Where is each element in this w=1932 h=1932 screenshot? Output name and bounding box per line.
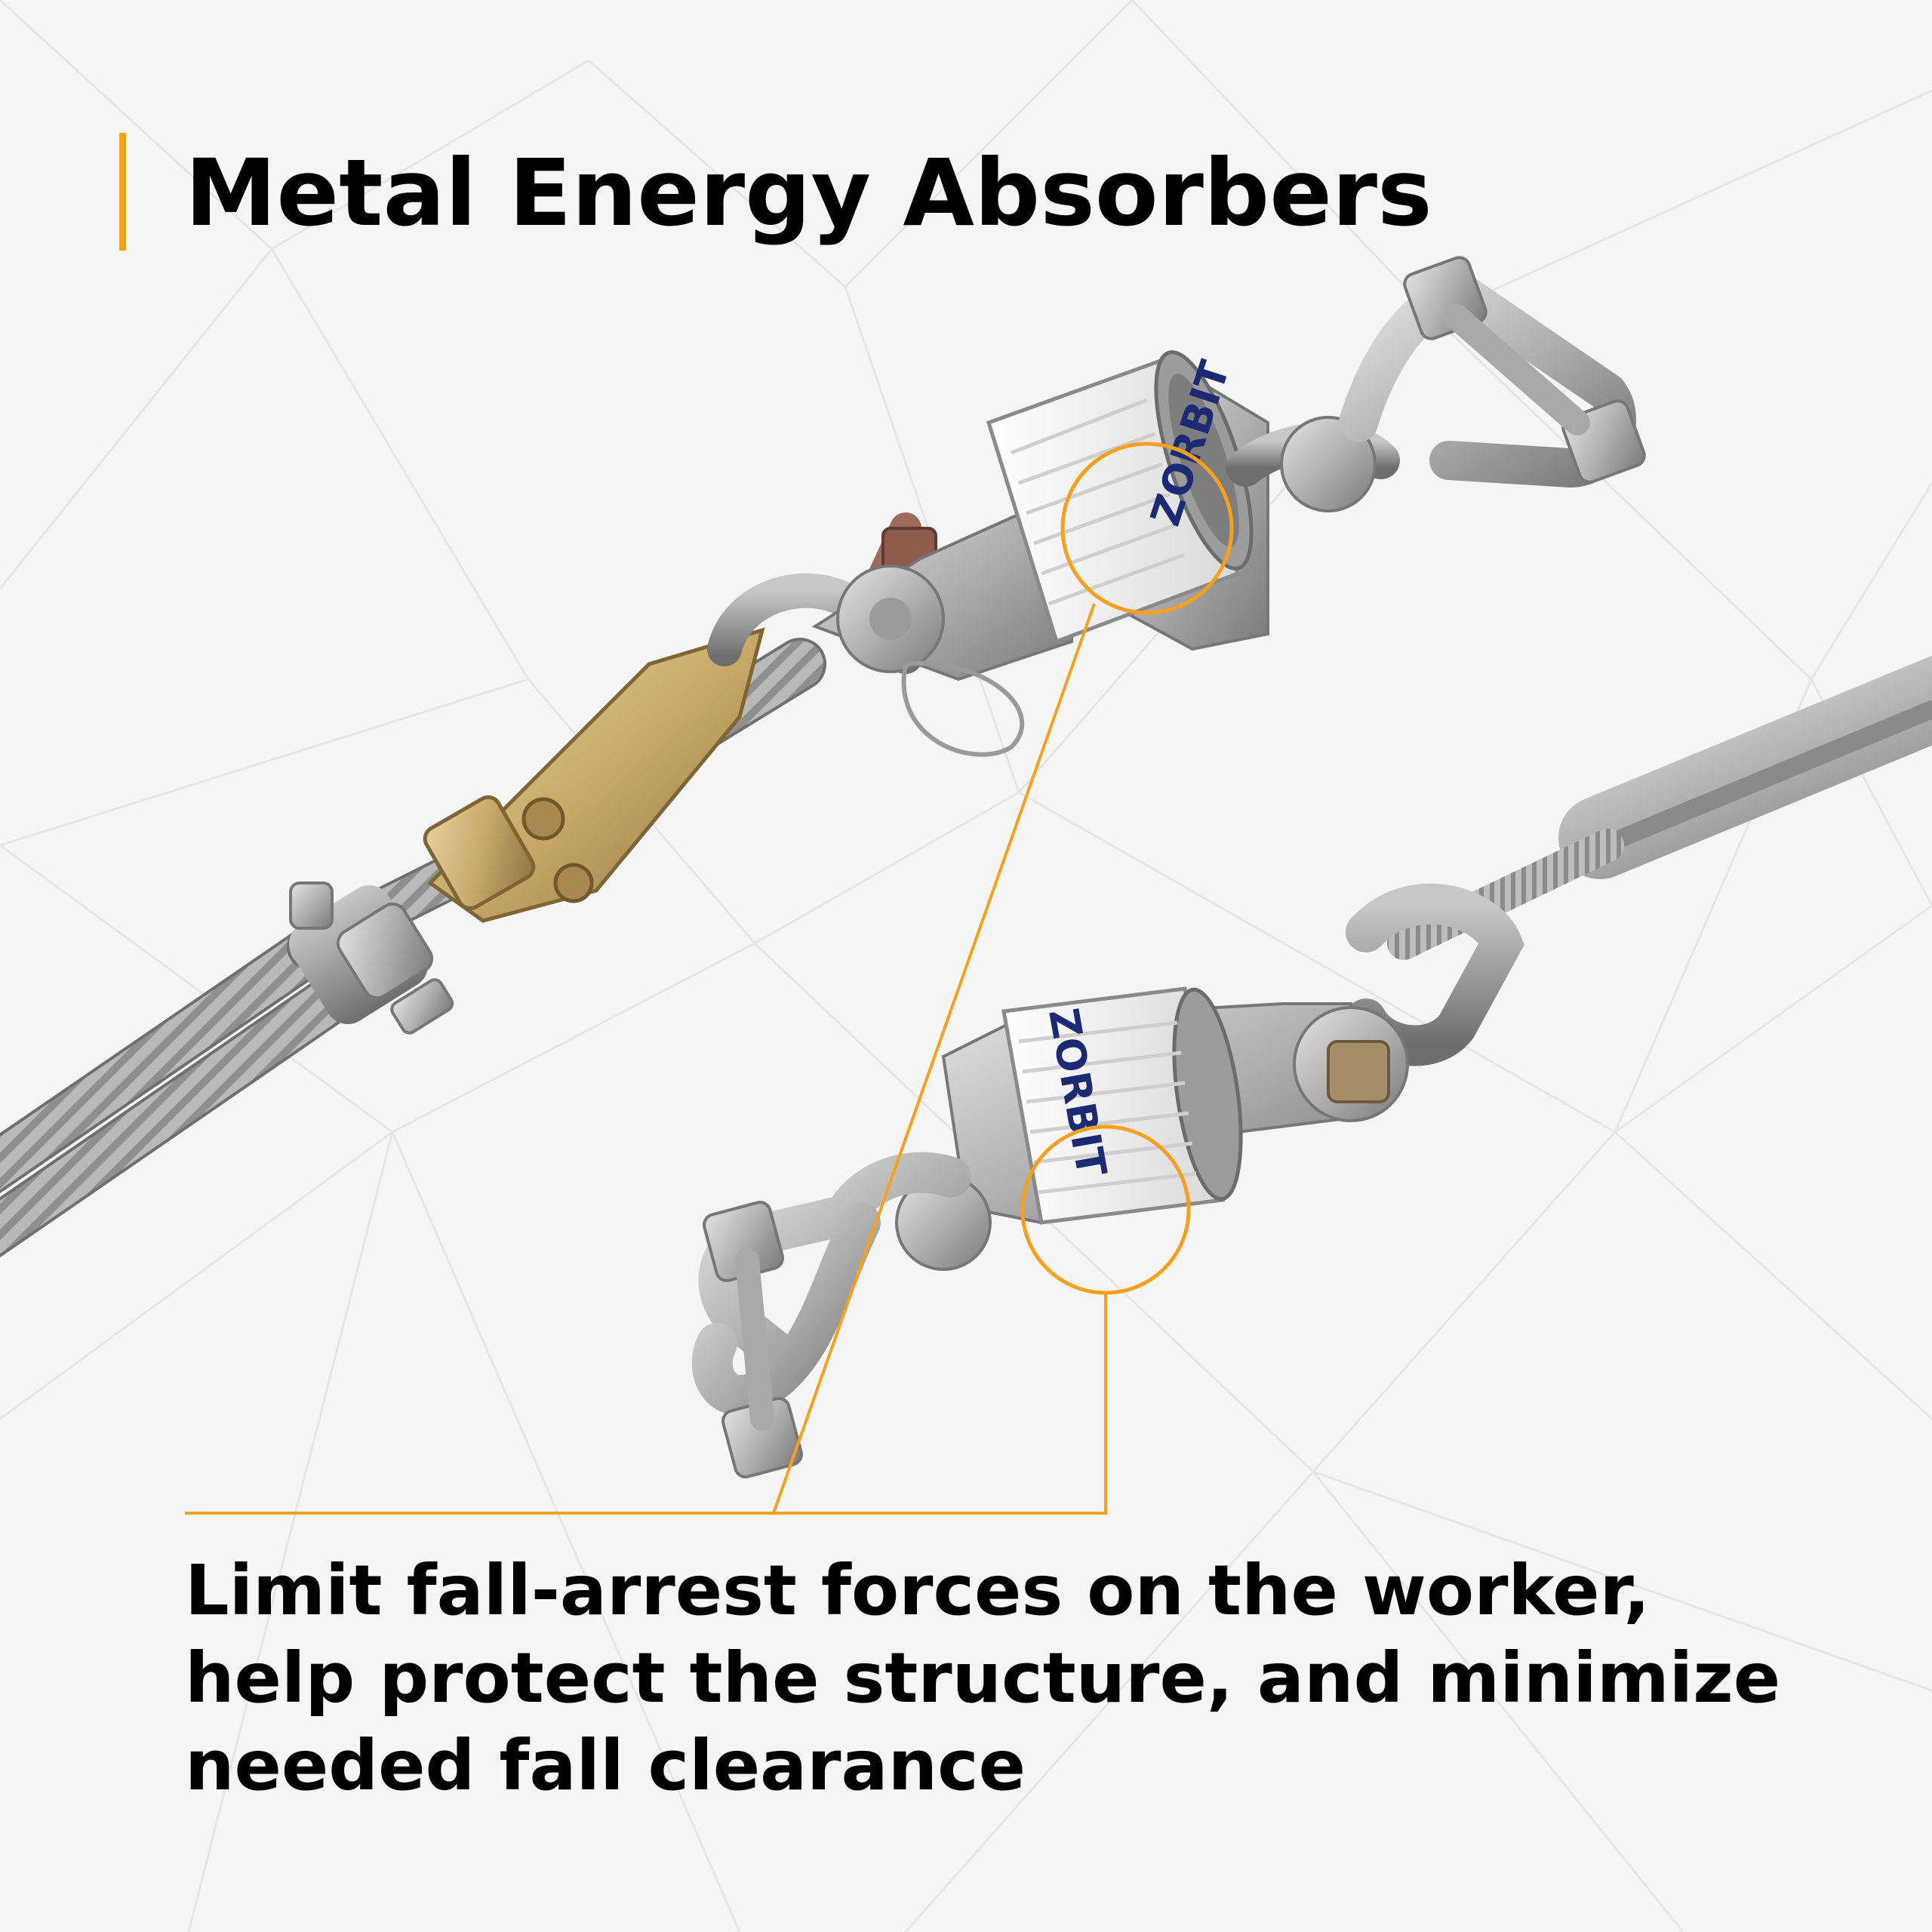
caption-line-3: needed fall clearance: [185, 1725, 1026, 1806]
caption-line-1: Limit fall-arrest forces on the worker,: [185, 1550, 1651, 1631]
benefit-caption: Limit fall-arrest forces on the worker, …: [185, 1547, 1845, 1810]
upper-end-shackle: [1226, 256, 1646, 512]
upper-callout-pointer: [772, 603, 1096, 1514]
upper-zorbit-absorber: ZORBIT: [986, 350, 1254, 645]
brass-cable-grip: [423, 627, 765, 923]
callout-lines: [185, 441, 1234, 1515]
upper-callout-circle: [1060, 441, 1234, 615]
turnbuckle: [1346, 656, 1932, 1066]
lower-end-shackle: [691, 1152, 992, 1478]
title-accent-bar: [119, 133, 126, 251]
page-title: Metal Energy Absorbers: [185, 140, 1432, 247]
lower-zorbit-absorber: ZORBIT: [1001, 986, 1243, 1225]
caption-line-2: help protect the structure, and minimize: [185, 1638, 1781, 1718]
wire-rope-clip: [288, 881, 454, 1035]
